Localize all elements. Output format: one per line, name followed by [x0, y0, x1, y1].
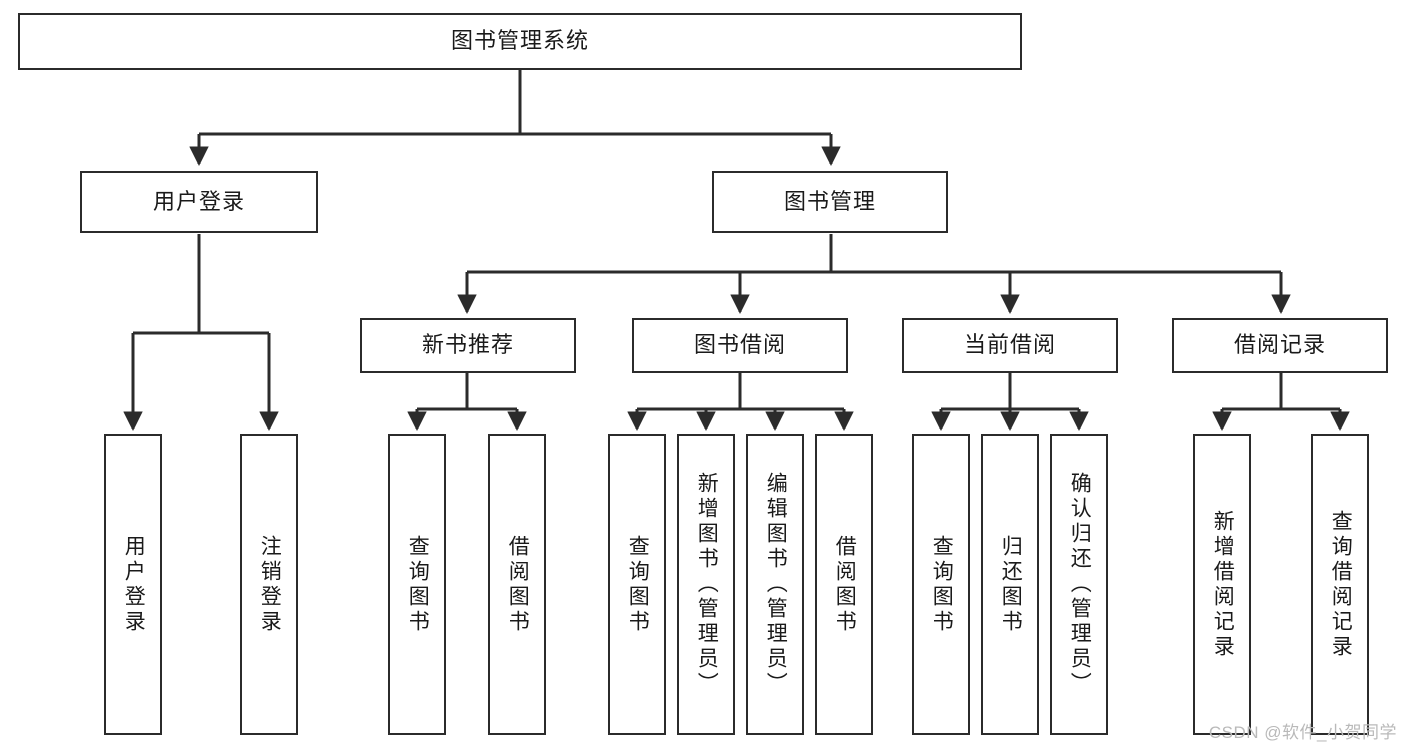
- leaf-borrow-query-book-label: 查询图书: [626, 534, 650, 635]
- leaf-recommend-query-book[interactable]: 查询图书: [388, 434, 446, 735]
- node-current-borrow[interactable]: 当前借阅: [902, 318, 1118, 373]
- leaf-current-return-book-label: 归还图书: [999, 534, 1023, 635]
- leaf-borrow-add-book-label: 新增图书（管理员）: [695, 472, 719, 697]
- leaf-current-confirm-return-label: 确认归还（管理员）: [1068, 472, 1092, 697]
- node-user-login-label: 用户登录: [152, 188, 245, 214]
- leaf-borrow-edit-book-label: 编辑图书（管理员）: [764, 472, 788, 697]
- leaf-user-login-signin[interactable]: 用户登录: [104, 434, 162, 735]
- leaf-current-query-book[interactable]: 查询图书: [912, 434, 970, 735]
- node-root-system-label: 图书管理系统: [450, 28, 589, 54]
- node-book-management[interactable]: 图书管理: [712, 171, 948, 233]
- leaf-user-login-signin-label: 用户登录: [122, 534, 146, 635]
- leaf-user-login-signout[interactable]: 注销登录: [240, 434, 298, 735]
- leaf-current-return-book[interactable]: 归还图书: [981, 434, 1039, 735]
- node-book-borrow[interactable]: 图书借阅: [632, 318, 848, 373]
- leaf-record-query-record-label: 查询借阅记录: [1329, 509, 1353, 660]
- leaf-recommend-borrow-book[interactable]: 借阅图书: [488, 434, 546, 735]
- leaf-borrow-borrow-book[interactable]: 借阅图书: [815, 434, 873, 735]
- leaf-borrow-add-book[interactable]: 新增图书（管理员）: [677, 434, 735, 735]
- node-new-book-recommend[interactable]: 新书推荐: [360, 318, 576, 373]
- node-borrow-record[interactable]: 借阅记录: [1172, 318, 1388, 373]
- leaf-recommend-query-book-label: 查询图书: [406, 534, 430, 635]
- leaf-current-query-book-label: 查询图书: [930, 534, 954, 635]
- node-new-book-recommend-label: 新书推荐: [421, 332, 514, 358]
- leaf-borrow-borrow-book-label: 借阅图书: [833, 534, 857, 635]
- node-book-management-label: 图书管理: [783, 188, 876, 214]
- leaf-borrow-edit-book[interactable]: 编辑图书（管理员）: [746, 434, 804, 735]
- leaf-record-add-record-label: 新增借阅记录: [1211, 509, 1235, 660]
- leaf-recommend-borrow-book-label: 借阅图书: [506, 534, 530, 635]
- leaf-current-confirm-return[interactable]: 确认归还（管理员）: [1050, 434, 1108, 735]
- node-borrow-record-label: 借阅记录: [1233, 332, 1326, 358]
- leaf-record-add-record[interactable]: 新增借阅记录: [1193, 434, 1251, 735]
- node-user-login[interactable]: 用户登录: [80, 171, 318, 233]
- leaf-user-login-signout-label: 注销登录: [258, 534, 282, 635]
- node-root-system[interactable]: 图书管理系统: [18, 13, 1022, 70]
- node-current-borrow-label: 当前借阅: [963, 332, 1056, 358]
- leaf-record-query-record[interactable]: 查询借阅记录: [1311, 434, 1369, 735]
- node-book-borrow-label: 图书借阅: [693, 332, 786, 358]
- leaf-borrow-query-book[interactable]: 查询图书: [608, 434, 666, 735]
